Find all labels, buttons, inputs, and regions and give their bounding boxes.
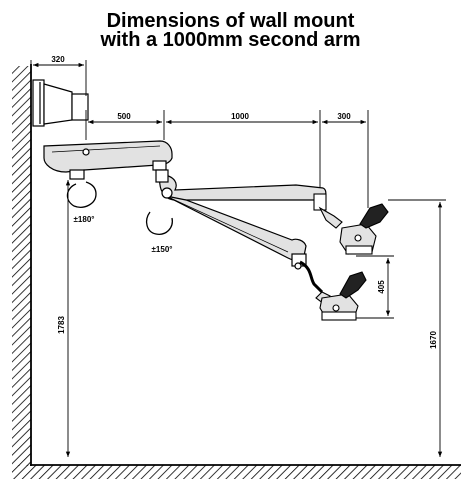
dim-label-head-height: 1670 [429, 331, 438, 349]
diagram-title-line-1: Dimensions of wall mount [106, 10, 355, 32]
rotation-label-wall: ±180° [74, 215, 95, 224]
rotation-arc-elbow [145, 211, 173, 235]
dim-label-head-offset: 300 [337, 112, 351, 121]
dim-label-second-arm: 1000 [231, 112, 249, 121]
first-arm [43, 140, 173, 180]
dim-label-wall-offset: 320 [51, 55, 65, 64]
wall [12, 64, 32, 466]
microscope-head-lower [299, 260, 367, 321]
dim-label-head-drop: 405 [377, 280, 386, 294]
dim-label-first-arm: 500 [117, 112, 131, 121]
floor [12, 464, 461, 479]
dim-label-mount-height: 1783 [57, 316, 66, 334]
dimension-lines [30, 60, 446, 457]
diagram-title-line-2: with a 1000mm second arm [100, 29, 361, 51]
wall-bracket [32, 79, 89, 127]
rotation-arc-wall [66, 181, 97, 208]
microscope-head-upper [313, 193, 389, 255]
rotation-label-elbow: ±150° [152, 245, 173, 254]
second-arm [155, 169, 327, 270]
